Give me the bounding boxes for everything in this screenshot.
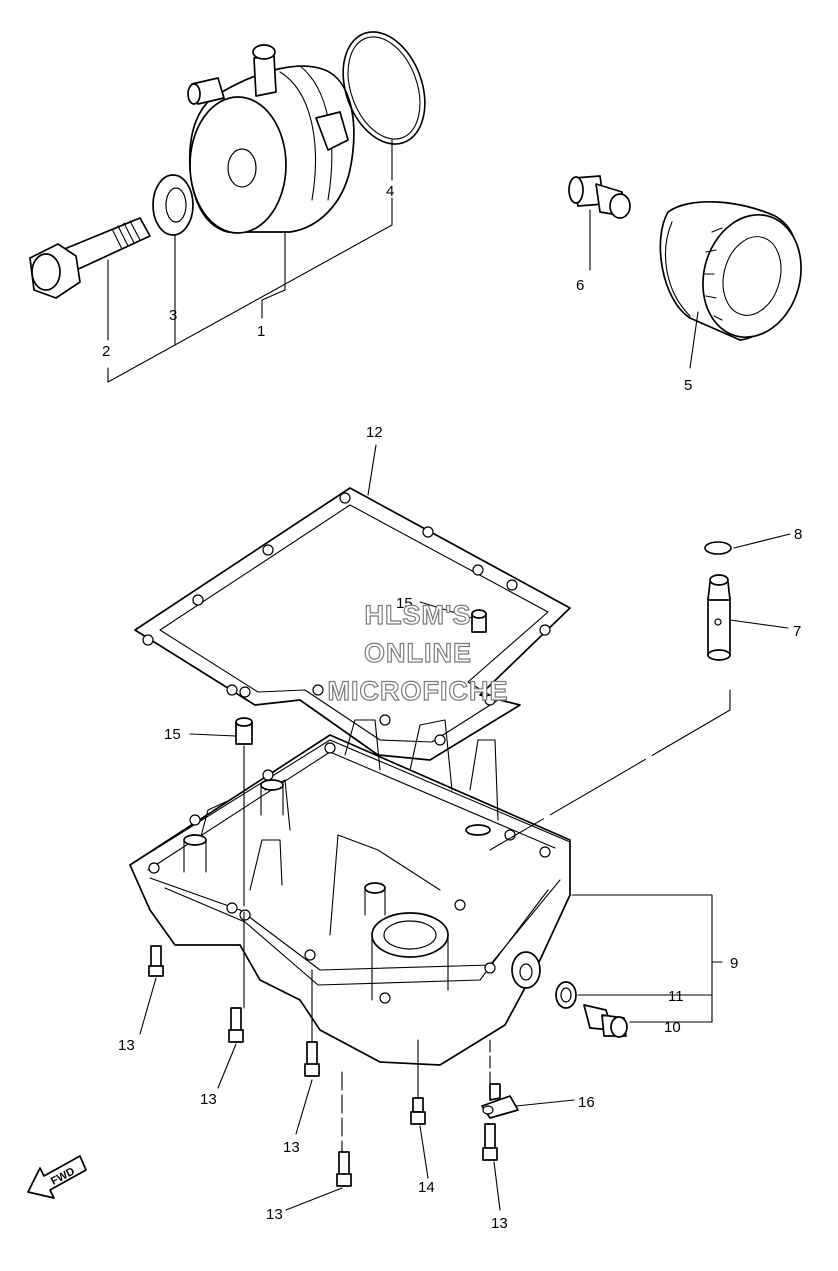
gasket-part (134, 487, 571, 761)
callout-5: 5 (684, 377, 692, 394)
oil-filter-part (659, 200, 802, 341)
callout-6: 6 (576, 277, 584, 294)
clamp-bracket-part (481, 1083, 519, 1119)
callout-13-e: 13 (491, 1215, 508, 1232)
callout-14: 14 (418, 1179, 435, 1196)
callout-13-b: 13 (200, 1091, 217, 1108)
dowel-pin-part (235, 609, 487, 745)
watermark: HLSM'S ONLINE MICROFICHE (327, 599, 509, 706)
callout-15-b: 15 (396, 595, 413, 612)
callout-4: 4 (386, 183, 394, 200)
callout-16: 16 (578, 1094, 595, 1111)
watermark-line-3: MICROFICHE (328, 676, 509, 706)
oil-cooler-part (187, 44, 355, 234)
callout-11: 11 (668, 988, 684, 1005)
callout-1: 1 (257, 323, 265, 340)
oil-pipe-part (707, 574, 731, 661)
drain-bolt-part (583, 1004, 628, 1038)
callout-labels: 1 2 3 4 5 6 7 8 9 10 11 12 13 13 13 13 1… (102, 183, 802, 1232)
callout-15-a: 15 (164, 726, 181, 743)
watermark-line-2: ONLINE (364, 638, 472, 668)
callout-3: 3 (169, 307, 177, 324)
washer-part (152, 174, 194, 236)
forward-direction-badge: FWD (27, 1155, 87, 1199)
oil-pan-part (129, 719, 571, 1066)
callout-13-c: 13 (283, 1139, 300, 1156)
callout-2: 2 (102, 343, 110, 360)
callout-13-a: 13 (118, 1037, 135, 1054)
filter-stud-part (568, 175, 631, 219)
pan-bolt-part (148, 945, 498, 1187)
drain-gasket-part (555, 981, 577, 1009)
leader-lines (107, 139, 791, 1211)
small-o-ring-part (704, 541, 732, 555)
fwd-label: FWD (49, 1165, 77, 1187)
callout-8: 8 (794, 526, 802, 543)
callout-12: 12 (366, 424, 383, 441)
callout-7: 7 (793, 623, 801, 640)
union-bolt-part (29, 217, 151, 299)
short-bolt-part (410, 1097, 426, 1125)
callout-9: 9 (730, 955, 738, 972)
callout-10: 10 (664, 1019, 681, 1036)
o-ring-part (342, 31, 426, 145)
watermark-line-1: HLSM'S (365, 600, 472, 630)
callout-13-d: 13 (266, 1206, 283, 1223)
